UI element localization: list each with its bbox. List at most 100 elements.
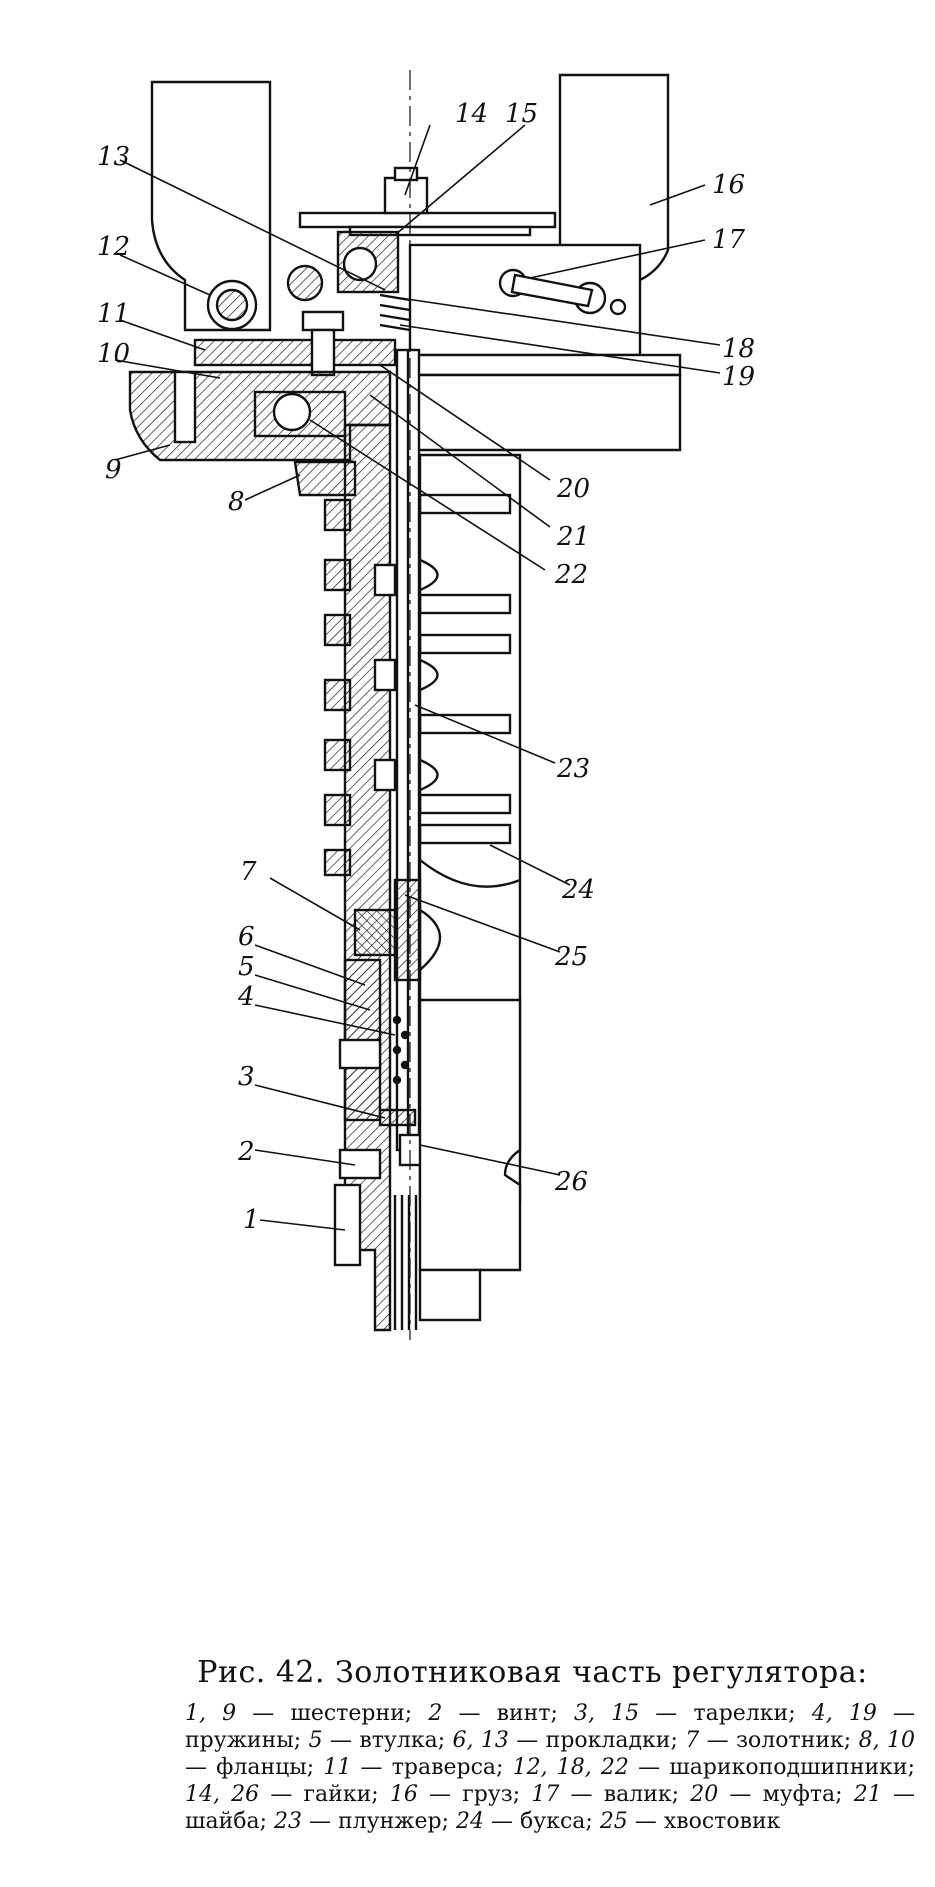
part-label-8: 8 [228,487,245,517]
legend-item: 4, 19 — пружины; [185,1701,916,1753]
screw-2 [338,1148,382,1180]
legend-item-text: валик; [603,1782,680,1807]
legend-item-text: золотник; [736,1728,852,1753]
part-label-17: 17 [712,225,746,255]
leader-lines [114,124,721,1231]
legend-item: 5 — втулка; [308,1728,446,1753]
legend-item-text: хвостовик [663,1809,781,1834]
part-label-19: 19 [722,362,755,392]
part-label-7: 7 [240,857,257,887]
legend-item-number: 11 [323,1755,352,1780]
nut-26 [398,1133,424,1167]
legend-item-number: 5 [308,1728,323,1753]
shaft-teeth [323,498,352,877]
legend-item: 6, 13 — прокладки; [452,1728,678,1753]
legend-item-number: 17 [531,1782,560,1807]
legend-item-number: 20 [690,1782,719,1807]
legend-item: 8, 10 — фланцы; [185,1728,915,1780]
legend-item: 1, 9 — шестерни; [185,1701,413,1726]
part-label-10: 10 [97,339,130,369]
left-weight [150,80,272,332]
part-label-21: 21 [556,522,590,552]
legend-item: 11 — траверса; [323,1755,504,1780]
legend-item-text: букса; [520,1809,593,1834]
legend-item-text: втулка; [359,1728,446,1753]
legend-item-number: 14, 26 [185,1782,260,1807]
legend-item-number: 25 [599,1809,628,1834]
part-label-26: 26 [554,1167,588,1197]
legend-item-number: 16 [389,1782,418,1807]
legend-item-number: 3, 15 [574,1701,640,1726]
part-label-25: 25 [554,942,588,972]
legend-item: 24 — букса; [456,1809,593,1834]
screw [338,1038,382,1070]
part-label-16: 16 [712,170,745,200]
bearing-18 [342,246,378,282]
legend-item-text: фланцы; [216,1755,315,1780]
caption-title: Рис. 42. Золотниковая часть регулятора: [197,1655,868,1690]
part-label-11: 11 [97,299,130,329]
plate-15 [298,211,557,229]
legend-item-text: груз; [462,1782,521,1807]
legend-item: 14, 26 — гайки; [185,1782,379,1807]
legend-item-number: 1, 9 [185,1701,237,1726]
part-label-6: 6 [238,922,255,952]
legend-item-text: муфта; [762,1782,843,1807]
legend-item-number: 4, 19 [811,1701,877,1726]
part-label-4: 4 [237,982,255,1012]
legend-item-text: прокладки; [545,1728,678,1753]
right-fins [418,493,521,888]
part-label-1: 1 [243,1205,260,1235]
legend-item-text: плунжер; [338,1809,450,1834]
legend-item: 17 — валик; [531,1782,680,1807]
legend-item-number: 24 [456,1809,485,1834]
spring-19 [379,293,411,332]
legend-item-number: 2 [428,1701,443,1726]
part-labels: 1 2 3 4 5 6 7 8 9 10 11 12 13 14 15 16 1… [97,99,755,1235]
part-label-15: 15 [505,99,538,129]
part-label-13: 13 [97,142,130,172]
legend-item-text: пружины; [185,1728,302,1753]
legend-item-number: 6, 13 [452,1728,509,1753]
drawing-body [128,70,682,1340]
figure-legend: 1, 9 — шестерни; 2 — винт; 3, 15 — тарел… [185,1700,915,1835]
legend-item-number: 7 [685,1728,700,1753]
legend-item-number: 23 [274,1809,303,1834]
legend-item: 23 — плунжер; [274,1809,450,1834]
part-label-14: 14 [455,99,488,129]
legend-item: 7 — золотник; [685,1728,852,1753]
part-label-24: 24 [561,875,595,905]
part-label-20: 20 [556,474,590,504]
traverse-11 [193,338,397,367]
legend-item-number: 21 [853,1782,882,1807]
part-label-3: 3 [238,1062,255,1092]
legend-item: 12, 18, 22 — шарикоподшипники; [512,1755,915,1780]
legend-item-text: винт; [496,1701,558,1726]
gear-1 [333,1183,362,1267]
spring-4 [392,1015,410,1085]
part-label-5: 5 [238,952,255,982]
legend-item: 25 — хвостовик [599,1809,781,1834]
figure-caption: Рис. 42. Золотниковая часть регулятора: [150,1655,915,1690]
part-label-22: 22 [554,560,588,590]
legend-item-text: шайба; [185,1809,268,1834]
regulator-spool-drawing: 1 2 3 4 5 6 7 8 9 10 11 12 13 14 15 16 1… [97,70,755,1340]
part-label-9: 9 [105,455,122,485]
legend-item-text: гайки; [303,1782,379,1807]
legend-item-text: шарикоподшипники; [669,1755,915,1780]
legend-item-number: 12, 18, 22 [512,1755,629,1780]
legend-item: 16 — груз; [389,1782,521,1807]
legend-item: 20 — муфта; [690,1782,843,1807]
legend-item-text: шестерни; [290,1701,413,1726]
part-label-2: 2 [237,1137,255,1167]
legend-item: 21 — шайба; [185,1782,915,1834]
legend-item-text: траверса; [391,1755,504,1780]
part-label-23: 23 [556,754,590,784]
bearing-22 [272,392,312,432]
spool-7 [353,908,397,957]
part-label-18: 18 [722,334,755,364]
legend-item-text: тарелки; [693,1701,796,1726]
part-label-12: 12 [97,232,130,262]
legend-item-number: 8, 10 [858,1728,915,1753]
nut-14 [383,176,429,215]
